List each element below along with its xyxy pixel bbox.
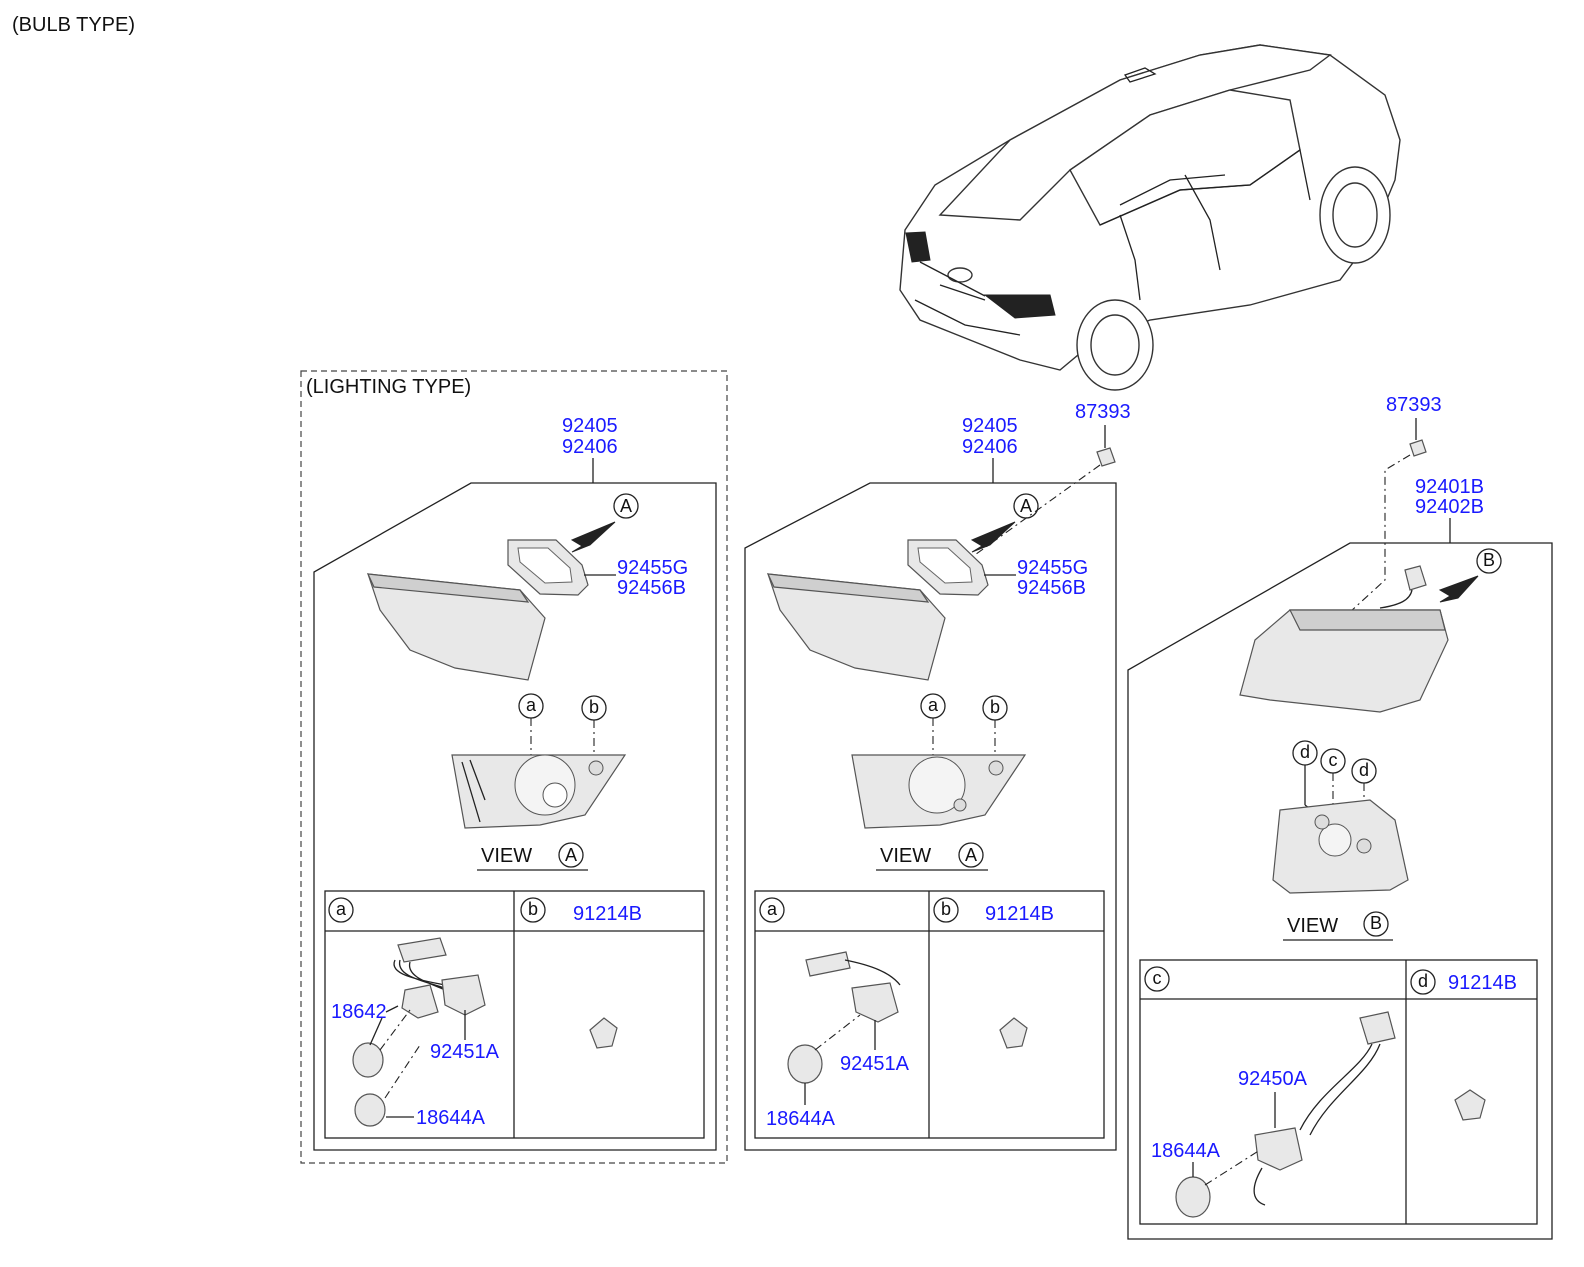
view-b-word: VIEW: [1287, 915, 1338, 937]
part-number-92402b: 92402B: [1415, 496, 1484, 518]
view-arrow-icon: [570, 521, 616, 553]
bulb-icon-mid: [787, 1044, 823, 1084]
bulb-icon-right: [1175, 1176, 1211, 1218]
socket-icon-mid: [851, 982, 899, 1023]
part-number-91214b-right: 91214B: [1448, 972, 1517, 994]
part-number-18644a-mid: 18644A: [766, 1108, 836, 1130]
bulb-icon: [352, 1042, 384, 1078]
bulb-b-icon: [589, 1017, 618, 1049]
view-a-word-mid: VIEW: [880, 845, 931, 867]
lighting-type-panel: (LIGHTING TYPE) 92405 92406 A 92455G 924…: [300, 370, 728, 1164]
callout-d-1: d: [1300, 742, 1310, 762]
connector-icon-right: [1359, 1011, 1396, 1045]
clip-icon-right: [1409, 439, 1427, 457]
part-number-92456b: 92456B: [617, 577, 686, 599]
clip-icon: [1096, 447, 1116, 467]
bulb-d-icon: [1454, 1089, 1486, 1121]
part-number-92406: 92406: [562, 436, 618, 458]
view-arrow-icon-right: [1438, 575, 1479, 603]
callout-a-mid: a: [928, 695, 939, 715]
part-number-92405: 92405: [562, 415, 618, 437]
part-number-92450a: 92450A: [1238, 1068, 1308, 1090]
callout-view-b: B: [1483, 550, 1495, 570]
part-number-18644a: 18644A: [416, 1107, 486, 1129]
bulb-icon-2: [354, 1093, 386, 1127]
view-b-letter: B: [1370, 913, 1382, 933]
cell-label-d: d: [1418, 971, 1428, 991]
part-number-18642: 18642: [331, 1001, 387, 1023]
cell-label-a-mid: a: [767, 899, 778, 919]
callout-view-a: A: [620, 496, 632, 516]
callout-b-mid: b: [990, 697, 1000, 717]
part-number-92455g: 92455G: [617, 557, 688, 579]
cell-label-c: c: [1153, 968, 1162, 988]
socket-icon: [441, 974, 486, 1016]
inner-lamp: [367, 573, 546, 681]
part-number-92451a-mid: 92451A: [840, 1053, 910, 1075]
view-a-letter: A: [565, 845, 577, 865]
bulb-type-heading: (BULB TYPE): [12, 14, 135, 36]
bulb-b-icon-mid: [999, 1017, 1028, 1049]
part-number-91214b: 91214B: [573, 903, 642, 925]
view-a-letter-mid: A: [965, 845, 977, 865]
cell-label-b-mid: b: [941, 899, 951, 919]
cell-label-b: b: [528, 899, 538, 919]
view-a-word: VIEW: [481, 845, 532, 867]
callout-d-2: d: [1359, 760, 1369, 780]
car-illustration: [899, 44, 1401, 391]
callout-b: b: [589, 697, 599, 717]
part-number-91214b-mid: 91214B: [985, 903, 1054, 925]
inner-lamp-mid: [767, 573, 946, 681]
connector-icon: [397, 937, 447, 963]
callout-a: a: [526, 695, 537, 715]
socket-icon-2: [401, 984, 439, 1019]
part-number-87393-mid: 87393: [1075, 401, 1131, 423]
outer-lamp-panel: 87393 92401B 92402B B d c d VIEW B: [1127, 394, 1553, 1240]
callout-view-a-mid: A: [1020, 496, 1032, 516]
inner-lamp-panel: 92405 92406 87393 A 92455G 92456B a b VI…: [744, 401, 1131, 1151]
part-number-92406-mid: 92406: [962, 436, 1018, 458]
wire-connector-right: [1404, 565, 1427, 591]
socket-icon-right: [1254, 1127, 1303, 1171]
part-number-87393-right: 87393: [1386, 394, 1442, 416]
part-number-92455g-mid: 92455G: [1017, 557, 1088, 579]
callout-c: c: [1329, 750, 1338, 770]
part-number-92401b: 92401B: [1415, 476, 1484, 498]
part-number-92405-mid: 92405: [962, 415, 1018, 437]
part-number-92451a: 92451A: [430, 1041, 500, 1063]
lighting-type-heading: (LIGHTING TYPE): [306, 376, 471, 398]
connector-icon-mid: [805, 951, 851, 977]
part-number-18644a-right: 18644A: [1151, 1140, 1221, 1162]
cell-label-a: a: [336, 899, 347, 919]
view-arrow-icon-mid: [970, 521, 1016, 553]
part-number-92456b-mid: 92456B: [1017, 577, 1086, 599]
